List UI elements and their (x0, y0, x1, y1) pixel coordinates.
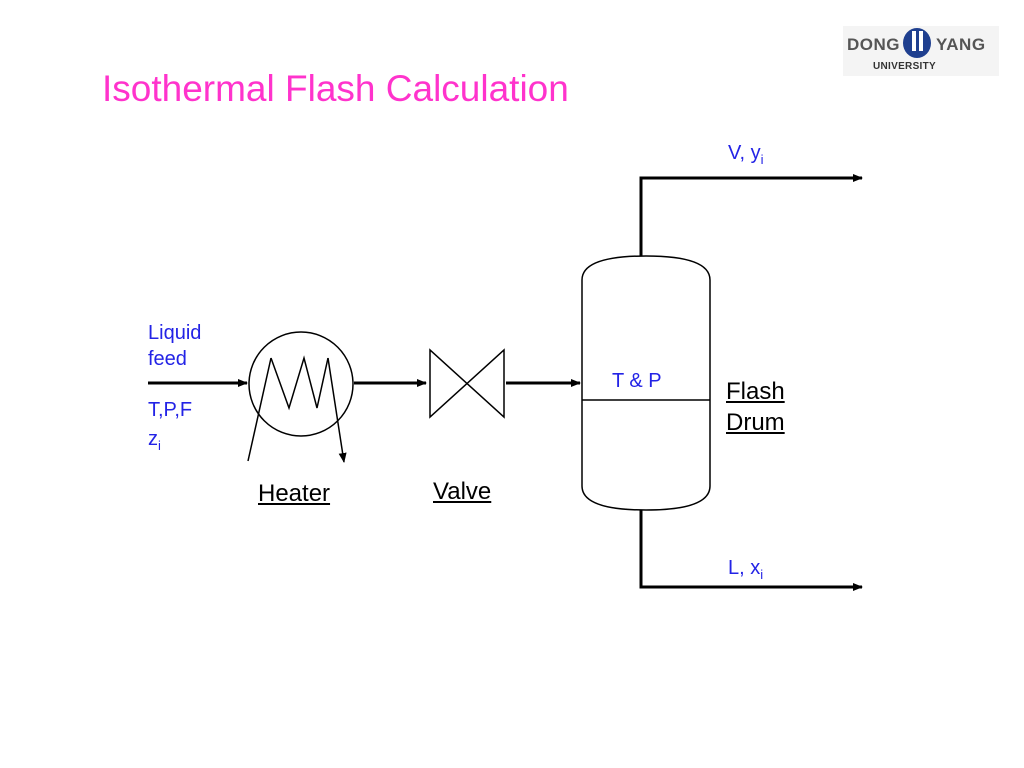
feed-conditions: T,P,F (148, 399, 193, 421)
slide-title: Isothermal Flash Calculation (102, 68, 569, 109)
feed-composition-subscript: i (158, 438, 161, 453)
logo-word-right: YANG (936, 35, 986, 54)
university-logo: DONG YANG UNIVERSITY (843, 26, 999, 76)
heater-label: Heater (258, 480, 331, 507)
flash-drum-label-line1: Flash (726, 378, 785, 405)
vapor-stream-subscript: i (760, 152, 764, 167)
valve-icon (429, 348, 505, 419)
logo-emblem-icon (903, 28, 931, 58)
flash-drum-label-line2: Drum (726, 409, 785, 436)
drum-condition-label: T & P (612, 370, 662, 392)
logo-subtitle: UNIVERSITY (873, 61, 937, 72)
heater-icon (247, 331, 354, 463)
logo-word-left: DONG (847, 35, 900, 54)
feed-label-line2: feed (148, 348, 187, 370)
feed-label-line1: Liquid (148, 322, 202, 344)
liquid-stream-symbol: L, x (728, 557, 761, 579)
feed-composition: zi (148, 428, 161, 453)
flash-drum-icon (581, 255, 711, 511)
feed-label: Liquid feed (148, 320, 201, 372)
flash-drum-label: Flash Drum (726, 376, 785, 438)
valve-label: Valve (433, 478, 492, 505)
liquid-outlet-stream (639, 510, 863, 591)
vapor-outlet-stream (639, 174, 863, 256)
vapor-stream-label: V, yi (728, 142, 764, 167)
vapor-stream-symbol: V, y (728, 142, 761, 164)
liquid-stream-subscript: i (760, 567, 764, 582)
liquid-stream-label: L, xi (728, 557, 763, 582)
feed-composition-symbol: z (148, 428, 158, 450)
